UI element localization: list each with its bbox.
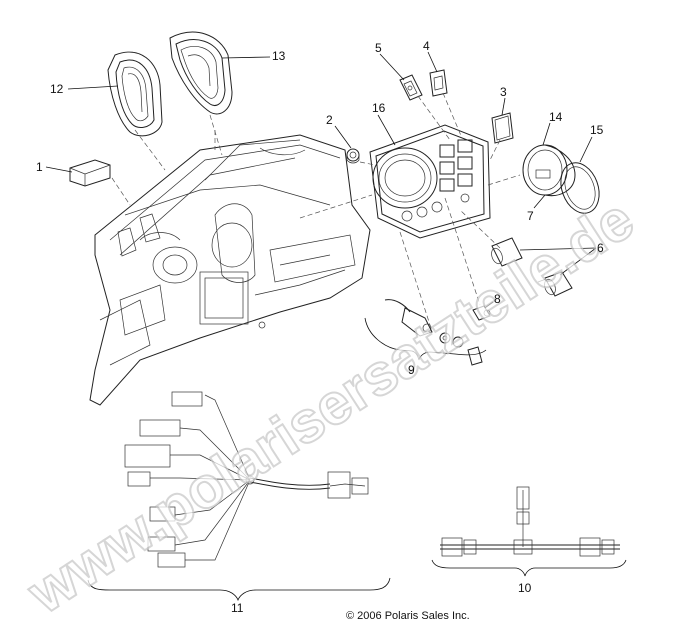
- part-11-wiring-harness: [124, 391, 369, 568]
- part-8-bulb: [472, 305, 491, 321]
- callout-2: 2: [326, 113, 333, 127]
- callout-labels: 1 2 3 4 5 6 7 8 9 10 11 12 13 14 15 16: [36, 39, 604, 615]
- part-14-gauge: [522, 144, 576, 197]
- callout-11: 11: [231, 601, 244, 615]
- callout-3: 3: [500, 85, 507, 99]
- part-15-bezel: [560, 162, 600, 214]
- part-13-grille: [169, 31, 233, 115]
- callout-16: 16: [372, 101, 386, 115]
- callout-10: 10: [518, 581, 532, 595]
- part-9-ignition: [384, 299, 483, 366]
- leader-lines: [45, 51, 597, 309]
- callout-13: 13: [272, 49, 286, 63]
- part-10-harness: [440, 486, 620, 557]
- brackets: [87, 317, 627, 602]
- part-4-switch: [429, 69, 448, 97]
- callout-1: 1: [36, 160, 43, 174]
- reference-lines: [111, 92, 521, 326]
- callout-15: 15: [590, 123, 604, 137]
- callout-12: 12: [50, 82, 64, 96]
- dashboard-assembly: [89, 134, 371, 406]
- part-3-plate: [491, 112, 514, 144]
- watermark-text: www.polarisersatzteile.de: [16, 186, 645, 626]
- callout-7: 7: [527, 209, 534, 223]
- callout-8: 8: [494, 292, 501, 306]
- part-5-switch: [399, 74, 423, 101]
- callout-9: 9: [408, 363, 415, 377]
- part-16-instrument-panel: [369, 124, 491, 239]
- callout-5: 5: [375, 41, 382, 55]
- callout-14: 14: [549, 110, 563, 124]
- part-2-nut: [346, 148, 360, 164]
- callout-4: 4: [423, 39, 430, 53]
- callout-6: 6: [597, 241, 604, 255]
- part-1-block: [69, 159, 111, 187]
- part-12-grille: [107, 51, 163, 137]
- copyright-text: © 2006 Polaris Sales Inc.: [346, 610, 470, 622]
- part-6-lighter: [491, 237, 573, 297]
